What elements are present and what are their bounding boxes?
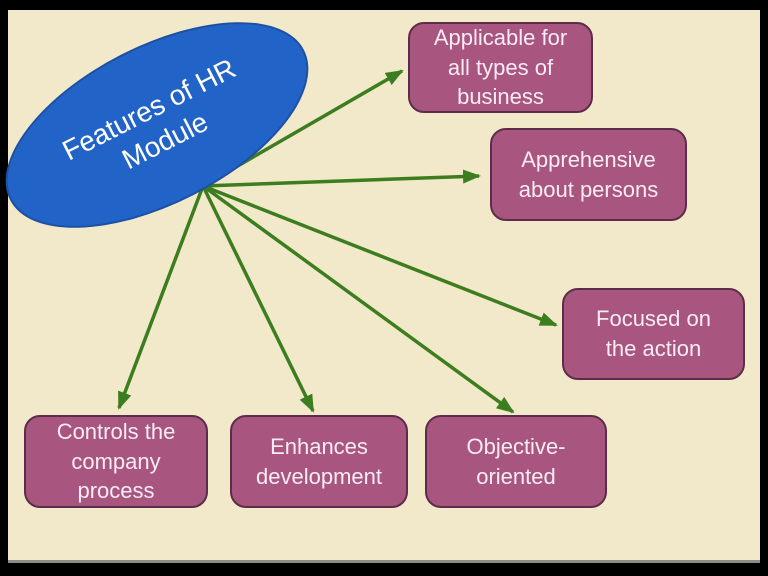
arrow-to-apprehensive (202, 169, 481, 188)
arrow-to-enhances (201, 185, 315, 413)
node-applicable-for-all-types-of-business: Applicable for all types of business (408, 22, 593, 113)
arrow-to-controls (117, 185, 205, 410)
node-label-line: Enhances (270, 433, 368, 459)
node-label-line: development (256, 463, 382, 489)
node-label-line: Applicable for (433, 24, 568, 50)
arrow-layer (117, 69, 558, 414)
node-label-line: Objective- (466, 433, 566, 459)
node-objective-oriented: Objective- oriented (425, 415, 607, 508)
arrow-to-focused (202, 184, 558, 327)
diagram-canvas: Features of HR Module Applicable for all… (0, 0, 760, 563)
node-label-line: Apprehensive (521, 146, 656, 172)
node-label-line: business (457, 84, 544, 110)
node-controls-the-company-process: Controls the company process (24, 415, 208, 508)
node-label-line: the action (605, 336, 702, 361)
arrow-to-objective (201, 184, 515, 414)
node-apprehensive-about-persons: Apprehensive about persons (490, 128, 687, 221)
node-label-line: all types of (447, 54, 554, 80)
node-enhances-development: Enhances development (230, 415, 408, 508)
node-focused-on-the-action: Focused on the action (562, 288, 745, 380)
node-label-line: about persons (518, 176, 659, 202)
node-label-line: Controls the (56, 418, 176, 444)
node-label-line: Focused on (596, 306, 711, 332)
node-label-line: oriented (476, 463, 556, 489)
node-label-line: process (77, 478, 155, 504)
node-label-line: company (71, 448, 161, 474)
